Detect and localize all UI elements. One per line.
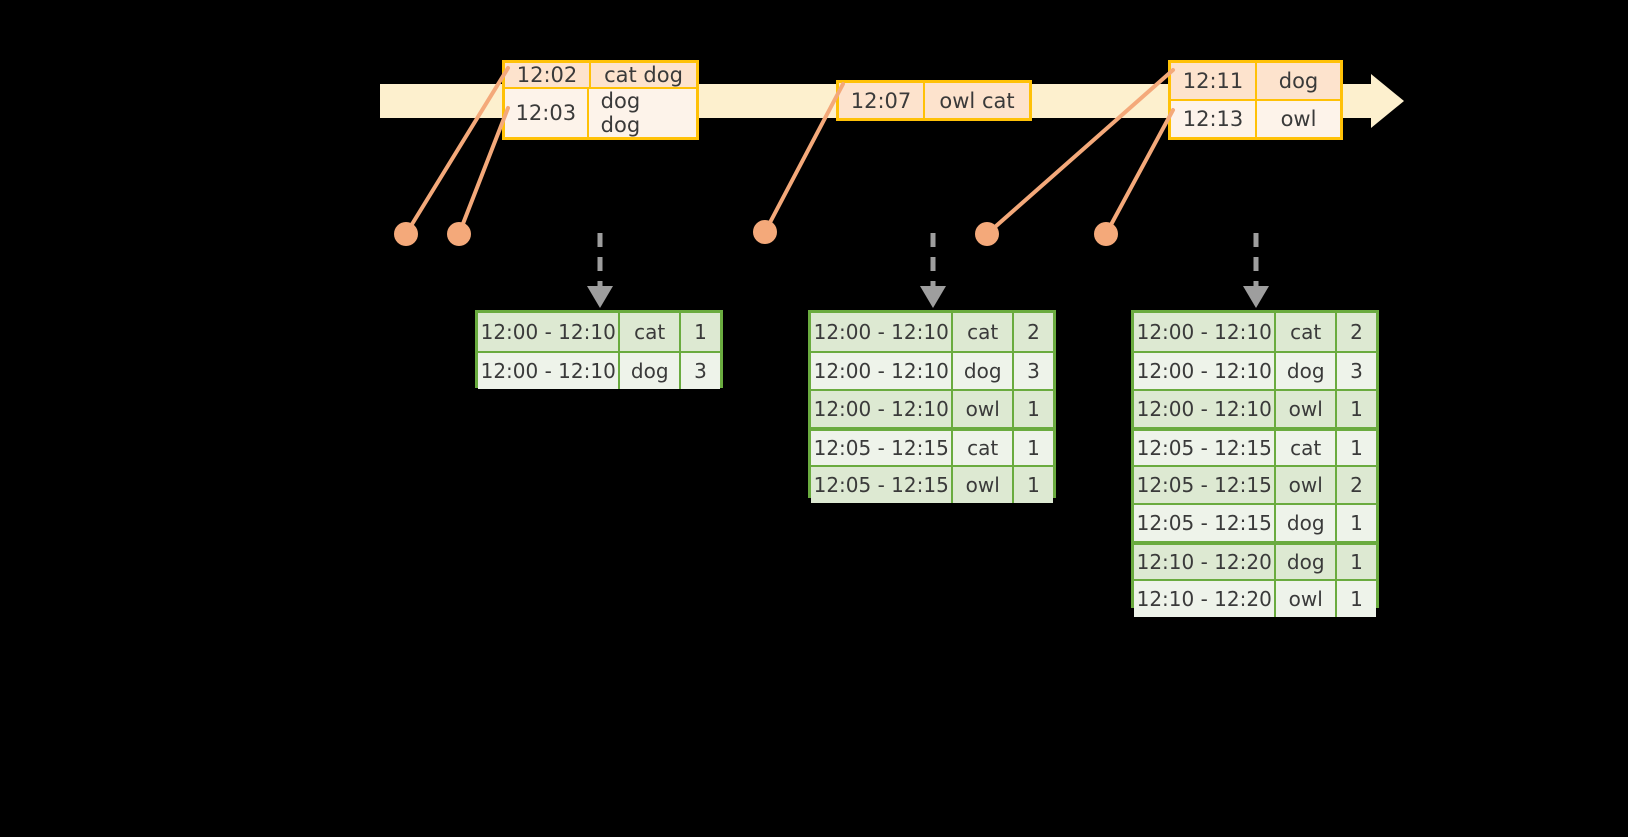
cell-window: 12:10 - 12:20: [1134, 545, 1277, 579]
cell-count: 2: [1350, 473, 1363, 497]
cell-count: 1: [1027, 436, 1040, 460]
cell-window: 12:00 - 12:10: [811, 313, 954, 351]
cell-word: dog: [1276, 353, 1337, 389]
down-arrow-1-head: [587, 286, 613, 308]
cell-word: cat: [1276, 431, 1337, 465]
event-row: 12:13 owl: [1171, 99, 1340, 137]
cell-word: owl: [1276, 467, 1337, 503]
event-words: dog: [1278, 69, 1319, 93]
event-box-3[interactable]: 12:11 dog 12:13 owl: [1168, 60, 1343, 140]
cell-count: 2: [1350, 320, 1363, 344]
connector-line-2: [457, 106, 510, 236]
connector-dot-5: [1094, 222, 1118, 246]
timeline-arrow-head: [1371, 74, 1404, 128]
down-arrow-3-head: [1243, 286, 1269, 308]
connector-dot-1: [394, 222, 418, 246]
cell-count: 1: [1350, 436, 1363, 460]
event-time: 12:07: [839, 83, 925, 118]
cell-count: 1: [1350, 397, 1363, 421]
event-row: 12:11 dog: [1171, 63, 1340, 99]
cell-count: 1: [1350, 550, 1363, 574]
cell-window: 12:00 - 12:10: [478, 353, 621, 389]
cell-count: 3: [1350, 359, 1363, 383]
cell-count: 1: [1027, 397, 1040, 421]
cell-word: owl: [1276, 391, 1337, 427]
event-words: owl cat: [939, 88, 1015, 113]
cell-window: 12:00 - 12:10: [1134, 313, 1277, 351]
cell-window: 12:00 - 12:10: [811, 353, 954, 389]
cell-word: cat: [953, 431, 1014, 465]
down-arrow-2-head: [920, 286, 946, 308]
cell-word: cat: [1276, 313, 1337, 351]
cell-word: dog: [1276, 505, 1337, 541]
cell-word: cat: [953, 313, 1014, 351]
event-box-1[interactable]: 12:02 cat dog 12:03 dog dog: [502, 60, 699, 140]
connector-line-5: [1104, 108, 1175, 236]
cell-window: 12:00 - 12:10: [811, 391, 954, 427]
cell-window: 12:00 - 12:10: [478, 313, 621, 351]
event-row: 12:03 dog dog: [505, 87, 696, 137]
event-row: 12:02 cat dog: [505, 63, 696, 87]
cell-count: 1: [1027, 473, 1040, 497]
connector-dot-2: [447, 222, 471, 246]
cell-window: 12:05 - 12:15: [811, 467, 954, 503]
event-time: 12:13: [1171, 101, 1257, 137]
event-time: 12:11: [1171, 63, 1257, 99]
cell-word: owl: [953, 467, 1014, 503]
cell-count: 1: [1350, 587, 1363, 611]
cell-window: 12:05 - 12:15: [811, 431, 954, 465]
cell-count: 3: [694, 359, 707, 383]
cell-window: 12:00 - 12:10: [1134, 391, 1277, 427]
cell-word: owl: [953, 391, 1014, 427]
cell-count: 1: [694, 320, 707, 344]
cell-count: 3: [1027, 359, 1040, 383]
cell-word: dog: [1276, 545, 1337, 579]
cell-word: cat: [620, 313, 681, 351]
connector-dot-3: [753, 220, 777, 244]
cell-window: 12:05 - 12:15: [1134, 431, 1277, 465]
event-box-2[interactable]: 12:07 owl cat: [836, 80, 1032, 121]
cell-window: 12:05 - 12:15: [1134, 505, 1277, 541]
cell-count: 2: [1027, 320, 1040, 344]
event-row: 12:07 owl cat: [839, 83, 1029, 118]
event-words: owl: [1280, 107, 1317, 131]
cell-word: dog: [953, 353, 1014, 389]
cell-word: dog: [620, 353, 681, 389]
connector-dot-4: [975, 222, 999, 246]
event-words: cat dog: [604, 63, 683, 87]
cell-window: 12:05 - 12:15: [1134, 467, 1277, 503]
cell-window: 12:10 - 12:20: [1134, 581, 1277, 617]
cell-word: owl: [1276, 581, 1337, 617]
event-time: 12:02: [505, 63, 591, 87]
event-time: 12:03: [505, 89, 589, 137]
cell-count: 1: [1350, 511, 1363, 535]
cell-window: 12:00 - 12:10: [1134, 353, 1277, 389]
event-words: dog dog: [600, 89, 641, 137]
